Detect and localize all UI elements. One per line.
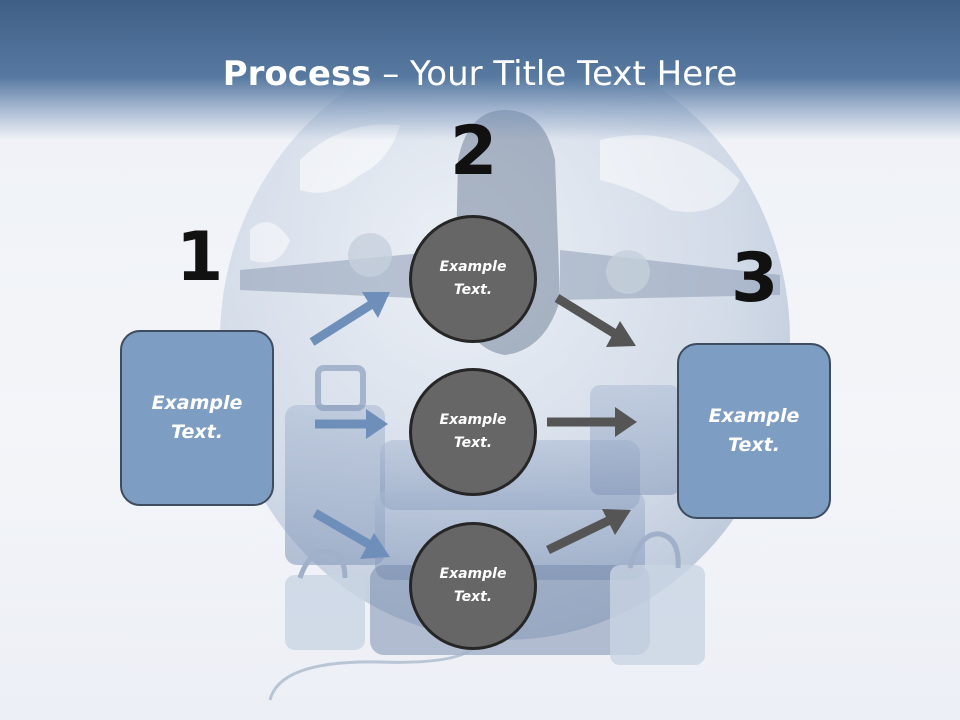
airplane-engine xyxy=(348,233,392,277)
step-3-box-text: Example Text. xyxy=(708,405,800,456)
title-band xyxy=(0,0,960,140)
bag-handle xyxy=(627,531,681,569)
bag-shape xyxy=(285,575,365,650)
step-number-3: 3 xyxy=(731,239,779,318)
step-2-circle-top: Example Text. xyxy=(409,215,537,343)
step-1-box-text: Example Text. xyxy=(151,392,243,443)
airplane-wing xyxy=(240,250,455,300)
step-3-box: Example Text. xyxy=(677,343,831,519)
continent-shape xyxy=(300,124,400,193)
title-bold: Process xyxy=(222,54,372,94)
step-number-1: 1 xyxy=(176,218,224,297)
bag-handle xyxy=(297,549,348,579)
step-1-box: Example Text. xyxy=(120,330,274,506)
circle-bottom-text: Example Text. xyxy=(439,566,507,605)
circle-middle-text: Example Text. xyxy=(439,412,507,451)
slide-title: Process – Your Title Text Here xyxy=(0,52,960,96)
step-2-circle-middle: Example Text. xyxy=(409,368,537,496)
circle-top-text: Example Text. xyxy=(439,259,507,298)
continent-shape xyxy=(250,222,290,263)
step-number-2: 2 xyxy=(450,112,498,191)
bag-shape xyxy=(610,565,705,665)
suitcase-shape xyxy=(590,385,680,495)
continent-shape xyxy=(600,135,740,212)
title-rest: – Your Title Text Here xyxy=(371,54,738,94)
cable-line xyxy=(268,639,482,701)
airplane-engine xyxy=(606,250,650,294)
suitcase-shape xyxy=(285,405,385,565)
suitcase-handle xyxy=(315,365,366,411)
step-2-circle-bottom: Example Text. xyxy=(409,522,537,650)
